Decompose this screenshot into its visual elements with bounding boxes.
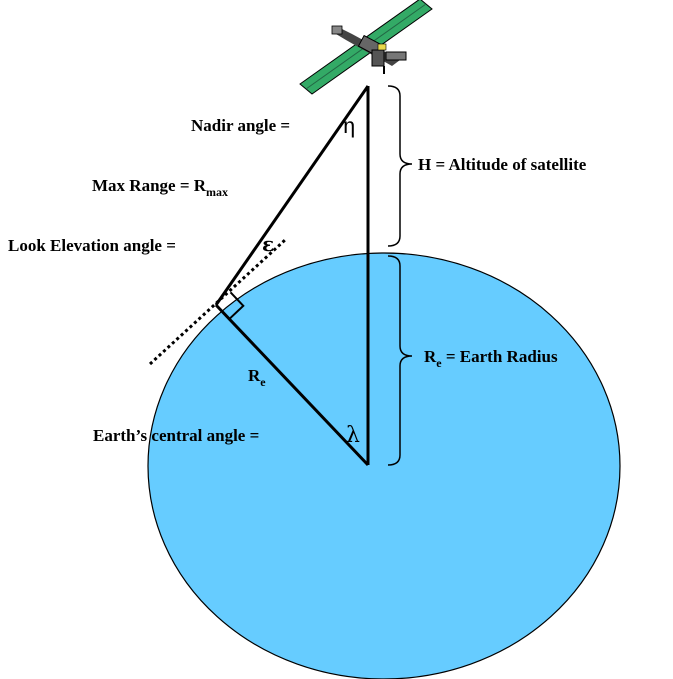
satellite-icon — [299, 0, 433, 95]
right-angle-marker — [228, 291, 245, 320]
slant-range-line — [214, 85, 370, 306]
altitude-label: H = Altitude of satellite — [418, 155, 587, 174]
central-angle-label: Earth’s central angle = — [93, 426, 259, 445]
earth-circle — [147, 252, 621, 679]
look-elevation-label: Look Elevation angle = — [8, 236, 176, 255]
earth-radius-line — [214, 303, 370, 467]
elevation-angle-symbol: ε — [262, 232, 274, 256]
earth-radius-brace — [387, 255, 413, 466]
nadir-angle-symbol: η — [342, 114, 355, 139]
central-angle-symbol: λ — [346, 423, 360, 448]
earth-radius-label: Re = Earth Radius — [424, 347, 558, 370]
nadir-angle-label: Nadir angle = — [191, 116, 290, 135]
altitude-brace — [387, 85, 413, 247]
re-side-label: Re — [248, 366, 266, 389]
max-range-label: Max Range = Rmax — [92, 176, 228, 199]
